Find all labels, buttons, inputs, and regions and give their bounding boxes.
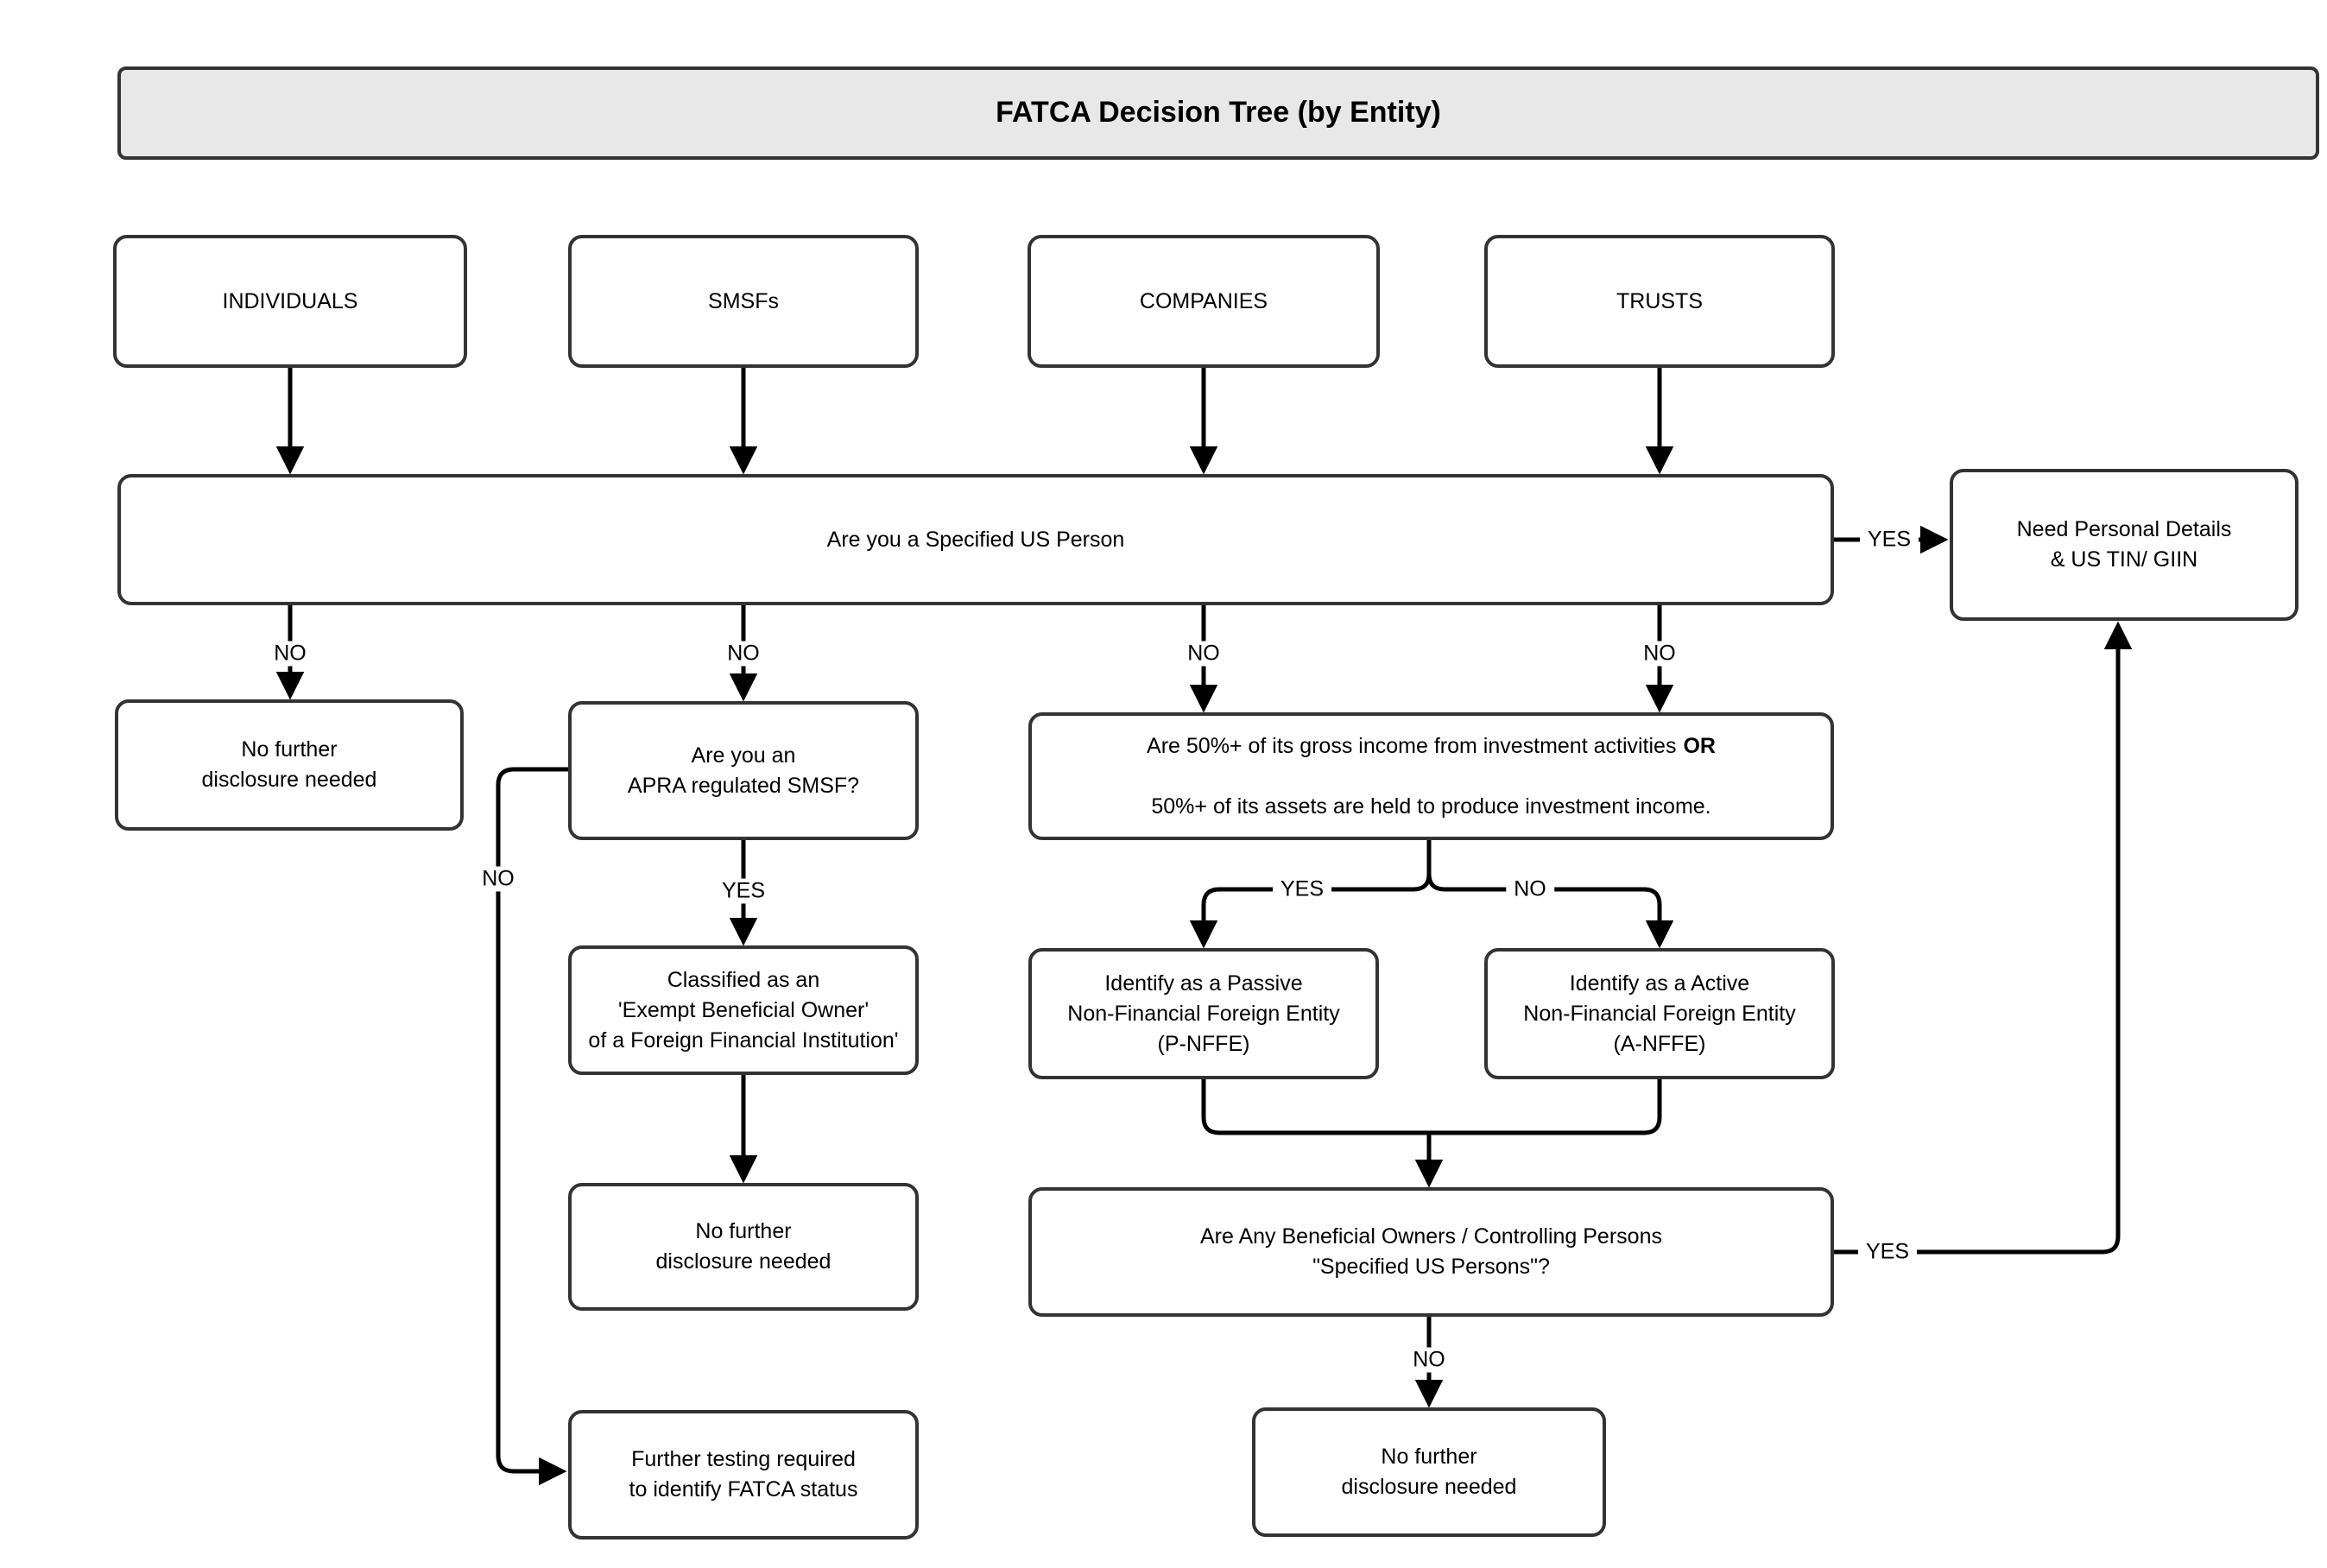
- label-no-companies: NO: [1179, 641, 1228, 667]
- connector-pnffe-merge: [1201, 1079, 1429, 1135]
- node-investment-income-question: Are 50%+ of its gross income from invest…: [1028, 712, 1834, 840]
- node-further-testing-label: Further testing required to identify FAT…: [629, 1447, 858, 1502]
- node-trusts: TRUSTS: [1484, 235, 1835, 368]
- node-smsfs-label: SMSFs: [708, 288, 779, 313]
- node-further-testing: Further testing required to identify FAT…: [568, 1410, 919, 1540]
- node-trusts-label: TRUSTS: [1616, 288, 1703, 313]
- label-yes-specified: YES: [1859, 527, 1919, 553]
- node-individuals: INDIVIDUALS: [113, 235, 467, 368]
- node-no-further-smsf-label: No further disclosure needed: [655, 1219, 832, 1274]
- node-need-personal-details: Need Personal Details & US TIN/ GIIN: [1950, 469, 2299, 621]
- node-exempt-beneficial-owner-label: Classified as an 'Exempt Beneficial Owne…: [588, 967, 899, 1053]
- node-pnffe-label: Identify as a Passive Non-Financial Fore…: [1067, 971, 1340, 1056]
- node-beneficial-owners-question-label: Are Any Beneficial Owners / Controlling …: [1200, 1224, 1662, 1279]
- label-yes-apra: YES: [713, 878, 774, 904]
- label-yes-invest: YES: [1272, 876, 1332, 902]
- label-no-trusts: NO: [1635, 641, 1684, 667]
- node-need-personal-details-label: Need Personal Details & US TIN/ GIIN: [2016, 517, 2232, 572]
- node-no-further-individuals-label: No further disclosure needed: [201, 737, 377, 792]
- node-beneficial-owners-question: Are Any Beneficial Owners / Controlling …: [1028, 1187, 1834, 1317]
- diagram-title: FATCA Decision Tree (by Entity): [117, 66, 2319, 160]
- node-smsfs: SMSFs: [568, 235, 919, 368]
- node-individuals-label: INDIVIDUALS: [222, 288, 358, 313]
- node-apra-smsf-question: Are you an APRA regulated SMSF?: [568, 701, 919, 840]
- investment-question-line1: Are 50%+ of its gross income from invest…: [1147, 733, 1716, 758]
- label-no-apra: NO: [474, 866, 522, 892]
- node-companies-label: COMPANIES: [1139, 288, 1268, 313]
- connector-anffe-merge: [1429, 1079, 1662, 1135]
- investment-question-or: OR: [1683, 733, 1716, 758]
- label-no-invest: NO: [1506, 876, 1554, 902]
- connector-beneficial-yes-to-need: [1834, 621, 2133, 1255]
- label-no-beneficial: NO: [1405, 1347, 1453, 1373]
- node-pnffe: Identify as a Passive Non-Financial Fore…: [1028, 948, 1379, 1079]
- node-exempt-beneficial-owner: Classified as an 'Exempt Beneficial Owne…: [568, 945, 919, 1075]
- node-apra-smsf-question-label: Are you an APRA regulated SMSF?: [627, 743, 860, 798]
- node-no-further-bottom: No further disclosure needed: [1252, 1407, 1606, 1537]
- label-no-individuals: NO: [266, 641, 314, 667]
- node-investment-income-question-label: Are 50%+ of its gross income from invest…: [1135, 701, 1728, 852]
- node-anffe-label: Identify as a Active Non-Financial Forei…: [1523, 971, 1796, 1056]
- diagram-title-text: FATCA Decision Tree (by Entity): [996, 96, 1441, 130]
- investment-question-line2: 50%+ of its assets are held to produce i…: [1151, 793, 1711, 819]
- node-no-further-individuals: No further disclosure needed: [115, 699, 464, 831]
- node-companies: COMPANIES: [1028, 235, 1380, 368]
- connector-apra-no-to-testing: [496, 767, 568, 1486]
- node-specified-us-person: Are you a Specified US Person: [117, 474, 1834, 605]
- node-no-further-smsf: No further disclosure needed: [568, 1183, 919, 1311]
- node-specified-us-person-label: Are you a Specified US Person: [826, 527, 1125, 552]
- node-no-further-bottom-label: No further disclosure needed: [1341, 1445, 1517, 1499]
- node-anffe: Identify as a Active Non-Financial Forei…: [1484, 948, 1835, 1079]
- label-yes-beneficial: YES: [1857, 1239, 1918, 1265]
- label-no-smsfs: NO: [719, 641, 768, 667]
